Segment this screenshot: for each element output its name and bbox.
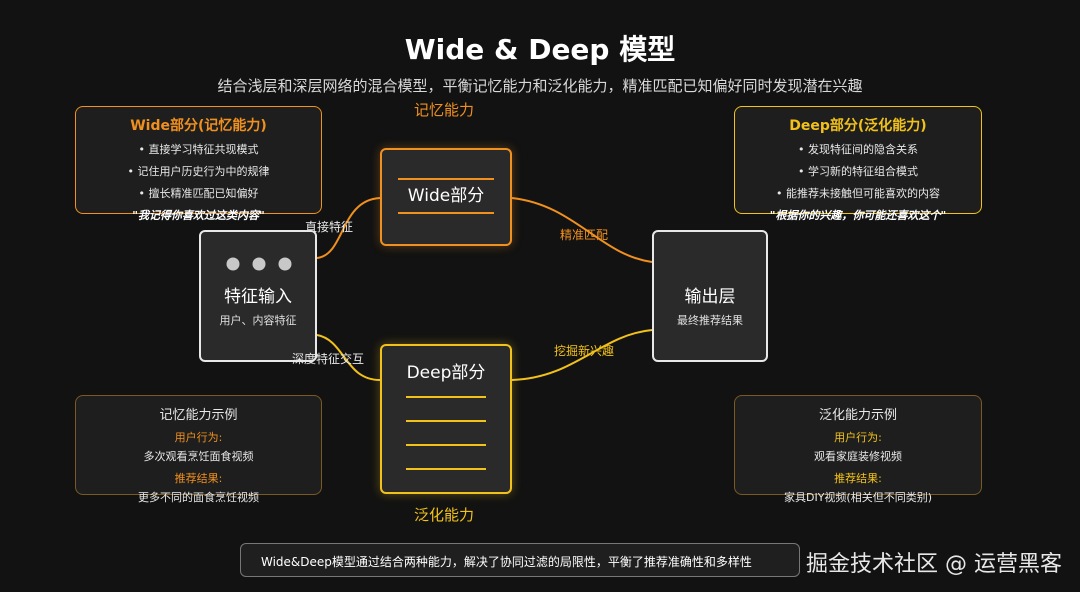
wide-panel-item: • 擅长精准匹配已知偏好 [138, 187, 259, 200]
deep-caption: 泛化能力 [414, 506, 475, 524]
deep-panel-title: Deep部分(泛化能力) [789, 118, 927, 134]
input-node-title: 特征输入 [224, 287, 292, 307]
memory-result: 更多不同的面食烹饪视频 [138, 491, 259, 504]
input-node-sub: 用户、内容特征 [219, 314, 297, 327]
wide-panel-item: • 记住用户历史行为中的规律 [127, 165, 270, 178]
deep-node-rule [406, 396, 486, 398]
conclusion-text: Wide&Deep模型通过结合两种能力，解决了协同过滤的局限性，平衡了推荐准确性… [261, 555, 752, 569]
memory-behavior-label: 用户行为: [174, 431, 223, 444]
edge-deep-output [511, 329, 653, 381]
deep-panel-item: • 发现特征间的隐含关系 [798, 143, 918, 156]
memory-result-label: 推荐结果: [174, 472, 223, 485]
conclusion-bar: Wide&Deep模型通过结合两种能力，解决了协同过滤的局限性，平衡了推荐准确性… [240, 543, 800, 577]
deep-node-title: Deep部分 [406, 363, 486, 383]
deep-info-panel: Deep部分(泛化能力) • 发现特征间的隐含关系 • 学习新的特征组合模式 •… [734, 106, 982, 222]
deep-panel-item: • 能推荐未接触但可能喜欢的内容 [776, 187, 940, 200]
wide-node-rule [398, 178, 494, 180]
output-layer-node: 输出层 最终推荐结果 [652, 230, 768, 362]
memory-behavior: 多次观看烹饪面食视频 [143, 450, 254, 463]
wide-panel-item: • 直接学习特征共现模式 [138, 143, 259, 156]
general-behavior: 观看家庭装修视频 [814, 450, 902, 463]
edge-label-precise: 精准匹配 [560, 228, 609, 242]
edge-wide-output [511, 197, 653, 263]
edge-label-explore: 挖掘新兴趣 [554, 344, 615, 358]
deep-node-rule [406, 420, 486, 422]
dots-icon [226, 257, 292, 271]
watermark: 掘金技术社区 @ 运营黑客 [806, 552, 1062, 577]
general-result-label: 推荐结果: [834, 472, 882, 485]
wide-node: Wide部分 [380, 148, 512, 246]
general-example-title: 泛化能力示例 [818, 408, 897, 423]
deep-panel-item: • 学习新的特征组合模式 [798, 165, 918, 178]
wide-caption: 记忆能力 [414, 101, 475, 119]
output-node-sub: 最终推荐结果 [677, 314, 743, 327]
wide-node-rule [398, 212, 494, 214]
feature-input-node: 特征输入 用户、内容特征 [199, 230, 317, 362]
memory-example-title: 记忆能力示例 [159, 408, 238, 423]
wide-node-title: Wide部分 [407, 186, 485, 206]
edge-label-deep-interaction: 深度特征交互 [292, 352, 365, 366]
general-behavior-label: 用户行为: [834, 431, 882, 444]
deep-node-rule [406, 468, 486, 470]
edge-input-wide [316, 197, 381, 259]
deep-node-rule [406, 444, 486, 446]
output-node-title: 输出层 [684, 287, 736, 307]
deep-panel-quote: "根据你的兴趣，你可能还喜欢这个" [769, 209, 947, 222]
edge-input-deep [316, 334, 381, 381]
wide-panel-quote: "我记得你喜欢过这类内容" [132, 209, 265, 222]
edge-label-direct: 直接特征 [305, 220, 354, 234]
generalization-example-panel: 泛化能力示例 用户行为: 观看家庭装修视频 推荐结果: 家具DIY视频(相关但不… [734, 395, 982, 504]
wide-info-panel: Wide部分(记忆能力) • 直接学习特征共现模式 • 记住用户历史行为中的规律… [75, 106, 322, 222]
general-result: 家具DIY视频(相关但不同类别) [783, 491, 933, 504]
memory-example-panel: 记忆能力示例 用户行为: 多次观看烹饪面食视频 推荐结果: 更多不同的面食烹饪视… [75, 395, 322, 504]
page-title: Wide & Deep 模型 [404, 33, 676, 66]
page-subtitle: 结合浅层和深层网络的混合模型，平衡记忆能力和泛化能力，精准匹配已知偏好同时发现潜… [217, 77, 863, 95]
deep-node: Deep部分 [380, 344, 512, 494]
wide-panel-title: Wide部分(记忆能力) [130, 118, 267, 134]
